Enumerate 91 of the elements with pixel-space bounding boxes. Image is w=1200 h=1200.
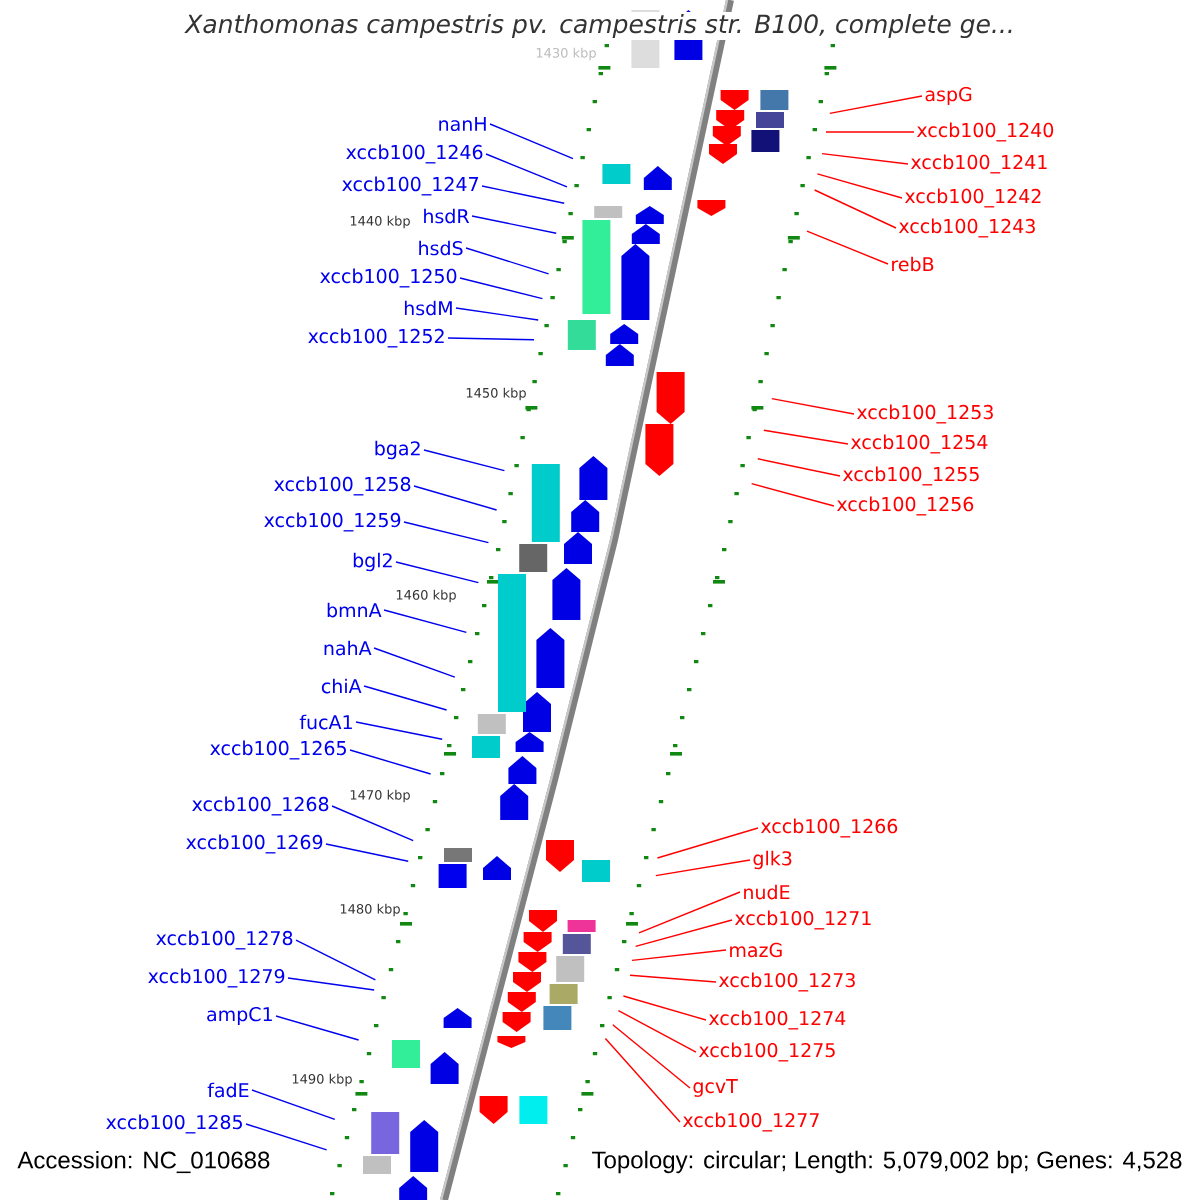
leader-line — [825, 131, 915, 133]
leader-line — [471, 215, 557, 234]
gene-label: aspG — [925, 86, 972, 106]
leader-line — [634, 919, 733, 948]
gene-label: nahA — [324, 640, 372, 656]
leader-line — [287, 977, 375, 991]
gene-label: gcvT — [693, 1079, 738, 1097]
gene-label: xccb100_1285 — [106, 1114, 242, 1134]
gene-label: xccb100_1269 — [186, 834, 323, 854]
leader-line — [331, 805, 414, 842]
gene-label: xccb100_1274 — [708, 1010, 846, 1030]
accession-text: Accession: NC_010688 — [17, 1150, 270, 1174]
leader-line — [447, 337, 535, 341]
leader-line — [638, 891, 741, 934]
leader-line — [465, 247, 550, 275]
gene-label: fadE — [207, 1082, 249, 1098]
leader-line — [489, 123, 574, 160]
leader-line — [395, 561, 480, 584]
gene-label: xccb100_1277 — [682, 1112, 819, 1132]
gene-label: rebB — [892, 256, 934, 272]
gene-label: xccb100_1253 — [856, 404, 993, 424]
leader-line — [829, 95, 923, 115]
gene-label: bmnA — [327, 602, 382, 618]
gene-label: nudE — [744, 884, 790, 900]
leader-line — [413, 485, 498, 511]
gene-label: xccb100_1259 — [264, 512, 401, 532]
gene-label: xccb100_1250 — [320, 268, 457, 288]
gene-label: xccb100_1266 — [760, 818, 898, 838]
leader-line — [423, 449, 506, 472]
leader-line — [251, 1089, 336, 1121]
gene-label: bga2 — [375, 440, 420, 460]
gene-label: xccb100_1271 — [734, 910, 871, 930]
gene-label: ampC1 — [207, 1006, 272, 1026]
leader-line — [612, 1024, 691, 1089]
gene-label: mazG — [730, 942, 782, 958]
leader-line — [325, 843, 409, 862]
gene-label: xccb100_1242 — [904, 188, 1041, 208]
gene-label: xccb100_1275 — [698, 1042, 835, 1062]
leader-line — [349, 749, 432, 775]
leader-line — [455, 307, 539, 321]
gene-label: xccb100_1243 — [898, 218, 1035, 238]
genome-summary-text: Topology: circular; Length: 5,079,002 bp; Genes: 4,528 — [592, 1150, 1182, 1174]
leader-line — [656, 827, 759, 859]
leader-line — [816, 173, 903, 199]
gene-label: chiA — [321, 678, 362, 694]
leader-line — [245, 1123, 328, 1151]
gene-label: xccb100_1255 — [842, 466, 979, 486]
gene-label: xccb100_1246 — [346, 144, 483, 164]
gene-label: xccb100_1278 — [156, 930, 293, 950]
leader-line — [771, 397, 855, 415]
gene-label: xccb100_1265 — [210, 740, 346, 760]
leader-line — [275, 1015, 360, 1041]
leader-line — [763, 429, 849, 445]
leader-line — [750, 482, 835, 507]
leader-line — [757, 458, 841, 477]
gene-label: hsdS — [419, 240, 463, 256]
gene-label: xccb100_1256 — [836, 496, 974, 516]
leader-line — [631, 949, 727, 962]
leader-line — [481, 185, 565, 204]
leader-line — [622, 995, 707, 1021]
leader-line — [604, 1037, 681, 1123]
leader-line — [373, 647, 456, 678]
leader-line — [355, 721, 443, 740]
gene-label: xccb100_1252 — [308, 328, 444, 348]
gene-label: xccb100_1254 — [850, 434, 988, 454]
title: Xanthomonas campestris pv. campestris str. B100, complete ge... — [183, 11, 1017, 41]
gene-label: hsdM — [404, 300, 452, 316]
leader-line — [459, 277, 544, 300]
gene-label: nanH — [439, 116, 486, 132]
leader-line — [295, 939, 377, 981]
leader-line — [629, 974, 717, 983]
leader-line — [821, 152, 909, 165]
leader-line — [617, 1009, 697, 1053]
gene-label: xccb100_1247 — [342, 176, 478, 196]
gene-label: hsdR — [424, 208, 470, 224]
gene-label: xccb100_1241 — [910, 154, 1047, 174]
leader-line — [485, 153, 568, 188]
leader-line — [363, 685, 448, 711]
gene-label: xccb100_1279 — [148, 968, 285, 988]
gene-label: xccb100_1273 — [718, 972, 855, 992]
gene-label: fucA1 — [299, 714, 352, 730]
leader-line — [806, 230, 889, 265]
gene-label: glk3 — [753, 850, 792, 870]
leader-line — [403, 521, 490, 544]
gene-label: bgl2 — [353, 552, 392, 572]
gene-label: xccb100_1268 — [192, 796, 329, 816]
leader-line — [813, 189, 897, 229]
gene-label: xccb100_1240 — [916, 122, 1054, 142]
leader-line — [655, 859, 751, 877]
gene-label: xccb100_1258 — [274, 476, 411, 496]
leader-line — [383, 609, 468, 634]
